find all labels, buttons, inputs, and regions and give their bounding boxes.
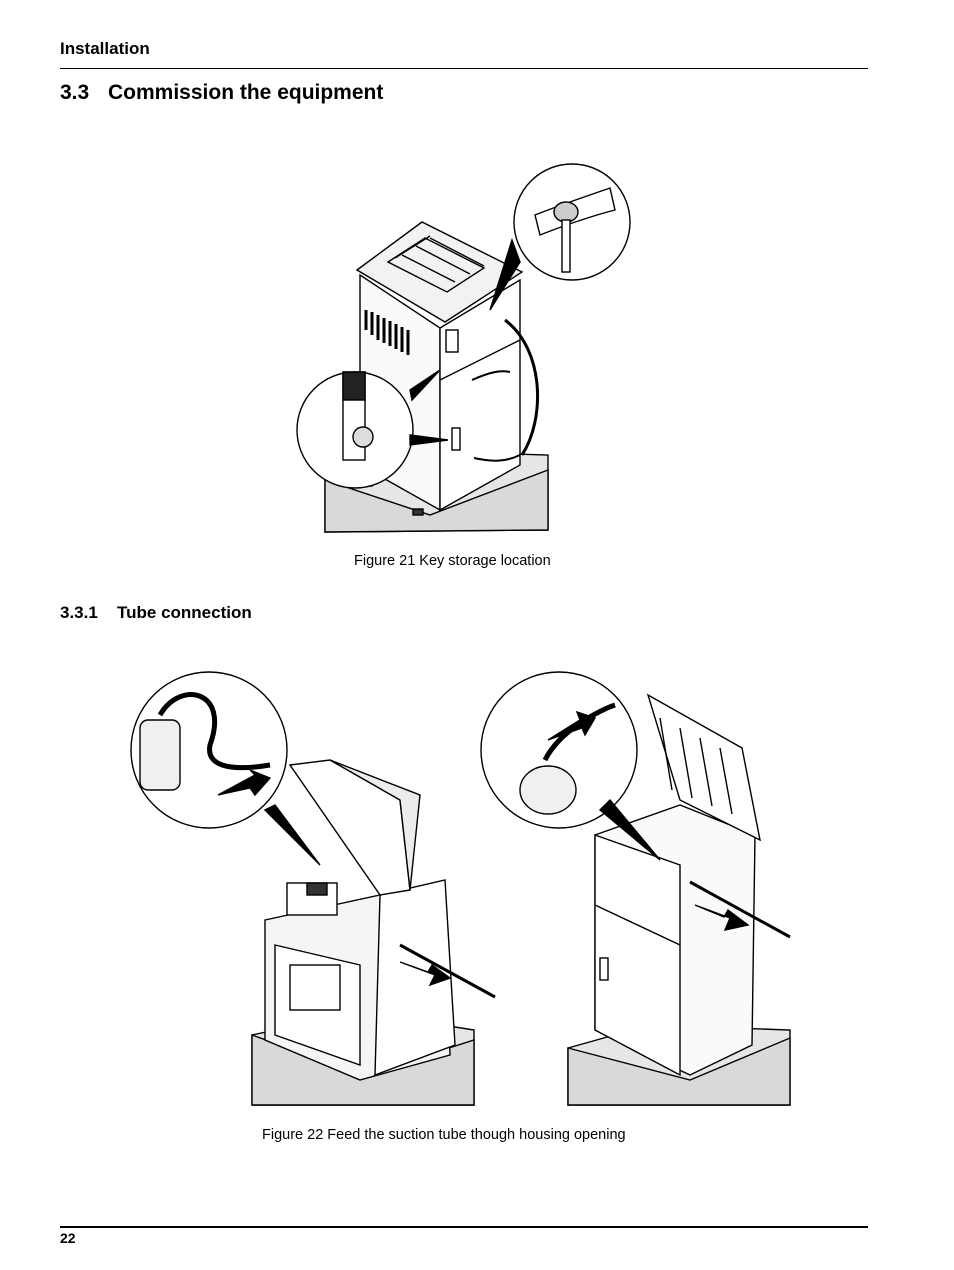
footer-rule [60,1226,868,1228]
running-head: Installation [60,39,150,58]
figure-22-right-detail [480,671,661,861]
figure-21-key-detail [489,163,631,311]
figure-22-left-detail [130,671,321,866]
figure-21-caption: Figure 21 Key storage location [354,553,551,569]
header-rule [60,68,868,69]
figure-22-left-unit [251,759,496,1106]
page-number: 22 [60,1230,76,1246]
figure-21-illustration [296,163,631,533]
subsection-number: 3.3.1 [60,603,98,622]
section-heading: 3.3 Commission the equipment [60,81,383,105]
figure-22-caption: Figure 22 Feed the suction tube though h… [262,1127,626,1143]
figure-22-right-unit [567,693,791,1106]
subsection-title: Tube connection [117,603,252,622]
section-number: 3.3 [60,81,90,104]
section-title: Commission the equipment [108,81,384,104]
subsection-heading: 3.3.1 Tube connection [60,603,252,623]
figure-21-lock-detail [296,369,449,489]
figure-22-illustration [130,671,791,1106]
